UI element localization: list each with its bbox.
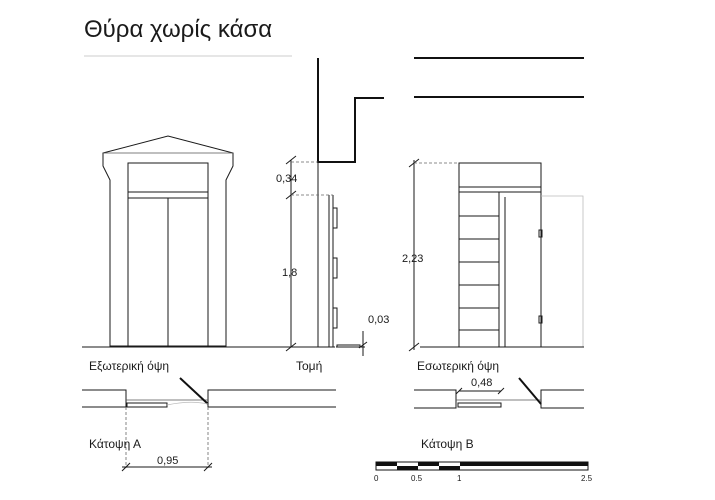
plan-a-leaf-open <box>179 377 209 405</box>
label-interior-view: Εσωτερική όψη <box>417 359 499 373</box>
label-plan-b: Κάτοψη Β <box>421 437 474 451</box>
scale-bar-segment <box>418 462 439 466</box>
dimension-overall-height: 2,23 <box>402 253 423 265</box>
dimension-tick <box>455 387 463 395</box>
plan-b-leaf-closed <box>457 402 502 408</box>
interior-hinge-bottom <box>538 315 543 324</box>
dimension-tick <box>408 342 420 352</box>
hinge-bottom <box>332 307 338 329</box>
scale-tick-label: 1 <box>457 474 462 483</box>
hinge-top <box>332 207 338 229</box>
section-view <box>285 58 384 356</box>
label-exterior-view: Εξωτερική όψη <box>89 359 169 373</box>
plan-b <box>414 377 584 409</box>
dimension-tick <box>497 387 505 395</box>
interior-door-opening <box>458 162 542 348</box>
dimension-tick <box>285 342 297 352</box>
scale-bar-segment <box>460 462 588 466</box>
interior-hinge-top <box>538 229 543 238</box>
scale-bar-segment <box>439 466 460 470</box>
sheet-title: Θύρα χωρίς κάσα <box>84 16 272 43</box>
interior-elevation <box>408 57 584 352</box>
wall-section-outline <box>317 58 384 163</box>
scale-tick-label: 2.5 <box>581 474 593 483</box>
exterior-elevation <box>82 135 335 348</box>
plan-a-leaf-closed <box>126 402 168 408</box>
dimension-threshold: 0,03 <box>368 314 389 326</box>
dimension-tick <box>285 155 297 165</box>
dimension-leaf-width: 0,48 <box>471 377 492 389</box>
plan-b-leaf-open <box>518 377 542 405</box>
plan-b-wall-left <box>414 389 457 409</box>
scale-bar-segment <box>376 462 397 466</box>
scale-bar <box>375 461 589 471</box>
door-surround-outline <box>102 135 234 347</box>
hinge-middle <box>332 257 338 279</box>
plan-a-swing-arc <box>166 401 209 406</box>
dimension-head-height: 0,34 <box>276 173 297 185</box>
dimension-opening-width: 0,95 <box>157 455 178 467</box>
dimension-tick <box>203 462 213 472</box>
label-section-view: Τομή <box>296 359 322 373</box>
dimension-door-height: 1,8 <box>282 267 297 279</box>
plan-a-wall-left <box>82 389 127 408</box>
plan-a-wall-right <box>207 389 336 408</box>
scale-bar-segment <box>397 466 418 470</box>
label-plan-a: Κάτοψη Α <box>89 437 141 451</box>
scale-tick-label: 0.5 <box>411 474 423 483</box>
door-head-rail <box>127 191 209 199</box>
threshold-step <box>336 344 361 347</box>
open-leaf-projection <box>541 195 584 347</box>
plan-a <box>82 377 336 472</box>
scale-tick-label: 0 <box>374 474 379 483</box>
plan-b-wall-right <box>540 389 584 409</box>
dimension-tick <box>358 341 368 349</box>
dimension-tick <box>121 462 131 472</box>
